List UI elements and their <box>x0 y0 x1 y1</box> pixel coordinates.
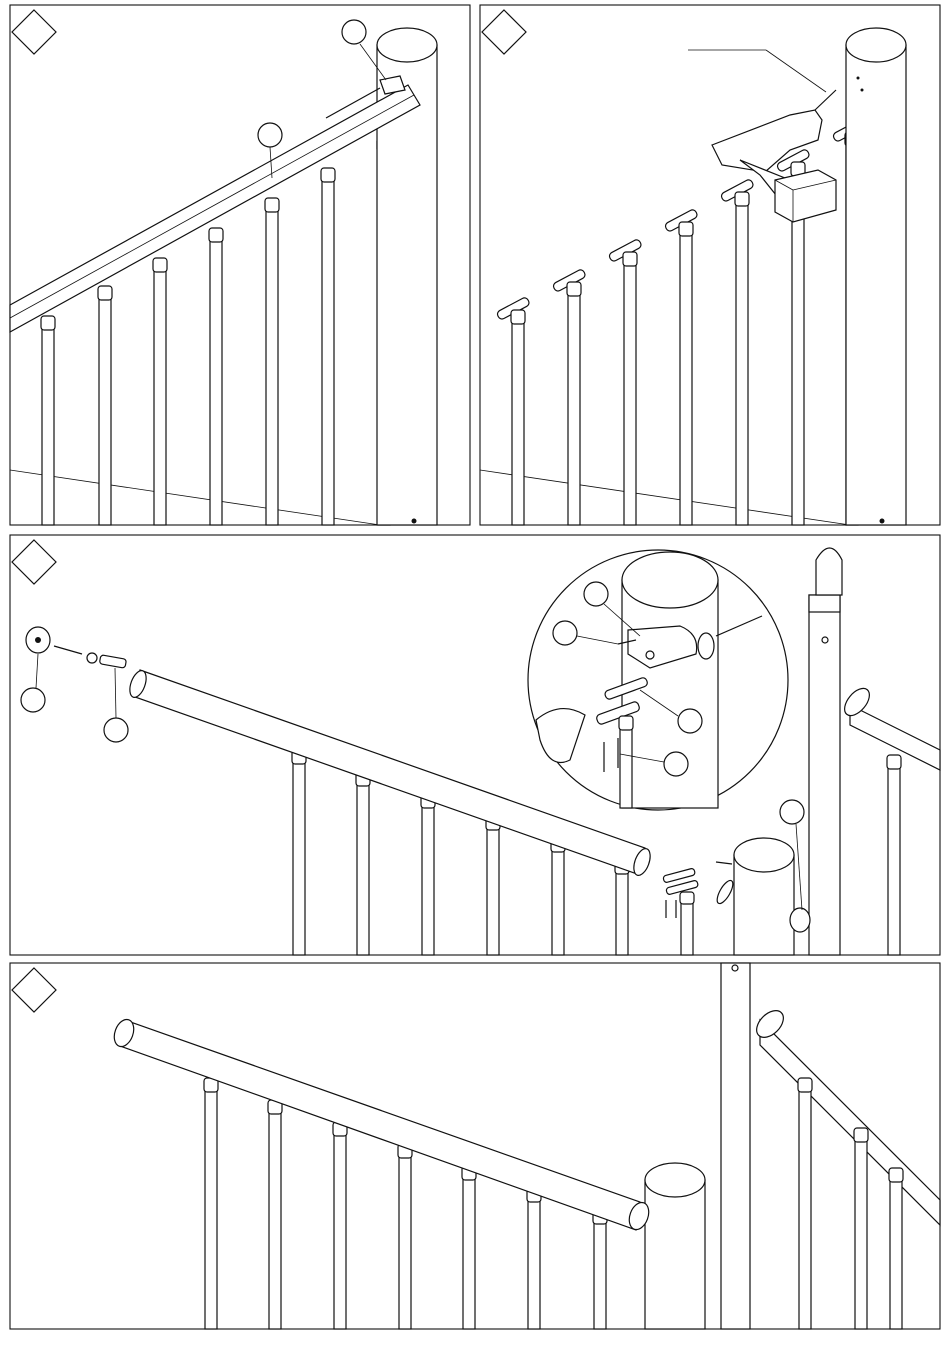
detail-callout-b <box>553 621 577 645</box>
detail-callout-d <box>664 752 688 776</box>
panel-2-newel-post <box>846 45 906 525</box>
panel-1-bracket <box>380 76 405 94</box>
panel-3-callout-c <box>780 800 804 824</box>
panel-2-newel-post-top <box>846 28 906 62</box>
detail-callout-a <box>584 582 608 606</box>
panel-4-tall-post <box>721 963 750 1329</box>
panel-step-1 <box>10 5 470 525</box>
panel-3-tall-post <box>809 595 840 955</box>
panel-4-newel-post <box>645 1180 705 1329</box>
panel-step-2 <box>480 5 940 525</box>
detail-zoom-circle <box>528 550 788 810</box>
panel-1-newel-post-top <box>377 28 437 62</box>
panel-step-3 <box>10 535 940 955</box>
panel-1-callout-b <box>258 123 282 147</box>
panel-3-callout-b <box>104 718 128 742</box>
panel-step-4 <box>10 963 940 1329</box>
detail-callout-c <box>678 709 702 733</box>
panel-3-callout-a <box>21 688 45 712</box>
panel-3-end-cap <box>790 908 810 932</box>
panel-1-callout-a <box>342 20 366 44</box>
